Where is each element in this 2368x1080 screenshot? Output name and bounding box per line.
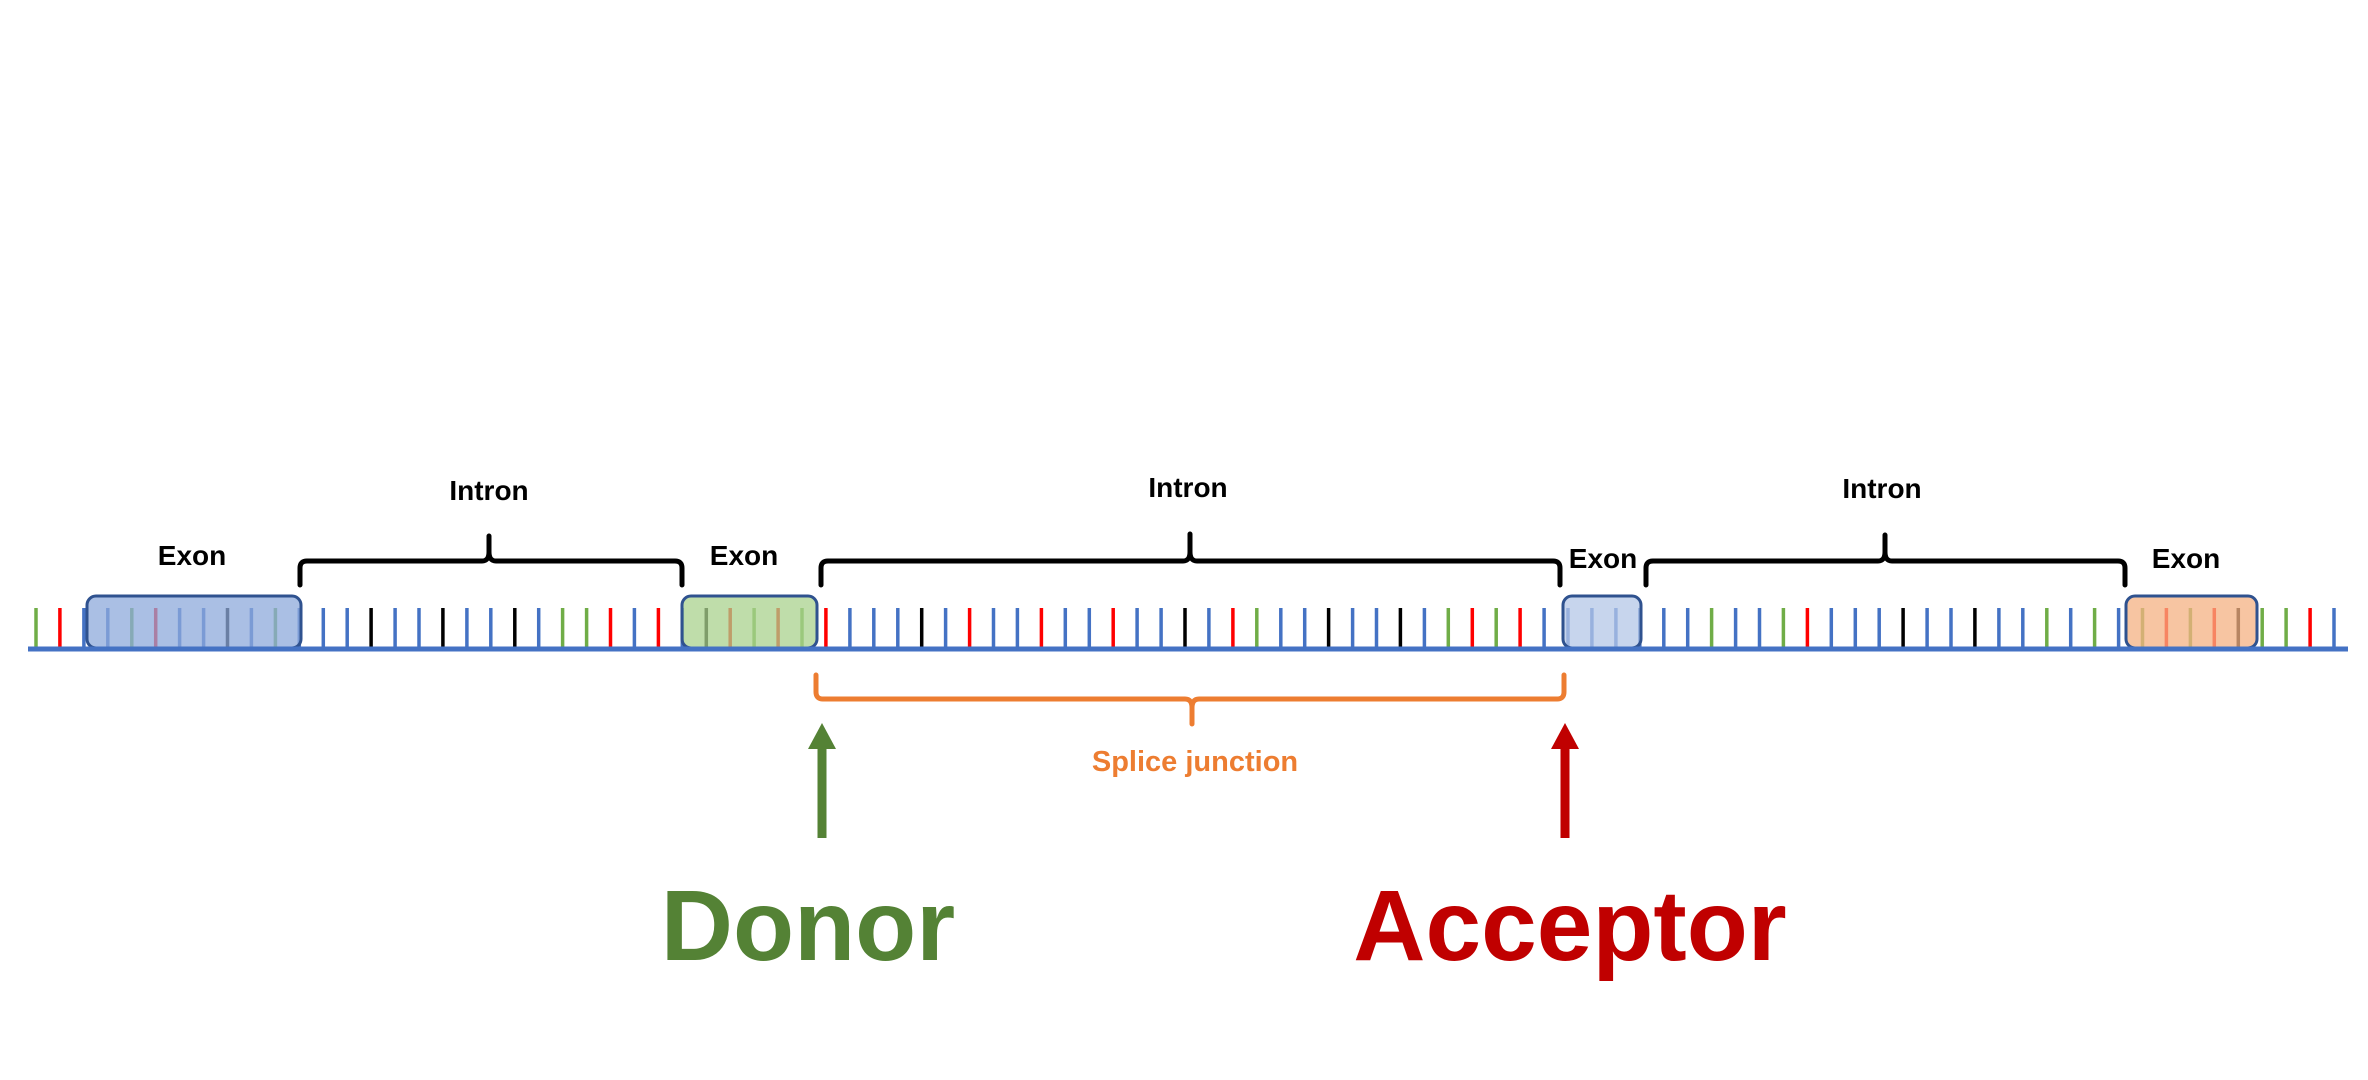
intron-brace-3 — [1643, 532, 2128, 588]
exon-label-3: Exon — [1569, 543, 1637, 574]
acceptor-label: Acceptor — [1353, 870, 1786, 982]
exon-box-1 — [85, 594, 303, 650]
exon-label-4: Exon — [2152, 543, 2220, 574]
exon-box-3 — [1561, 594, 1643, 650]
exon-box-2 — [680, 594, 819, 650]
intron-brace-2 — [818, 531, 1563, 588]
donor-label: Donor — [661, 870, 955, 982]
splice-junction-label: Splice junction — [1092, 746, 1298, 778]
acceptor-arrow-head — [1551, 723, 1579, 749]
donor-arrow-head — [808, 723, 836, 749]
intron-label-1: Intron — [449, 475, 528, 506]
splice-junction-brace — [813, 672, 1567, 727]
exon-label-2: Exon — [710, 540, 778, 571]
exon-box-4 — [2124, 594, 2259, 650]
intron-brace-1 — [297, 533, 685, 588]
nucleotide-ticks — [34, 608, 2336, 648]
intron-label-2: Intron — [1148, 472, 1227, 503]
intron-label-3: Intron — [1842, 473, 1921, 504]
exon-label-1: Exon — [158, 540, 226, 571]
